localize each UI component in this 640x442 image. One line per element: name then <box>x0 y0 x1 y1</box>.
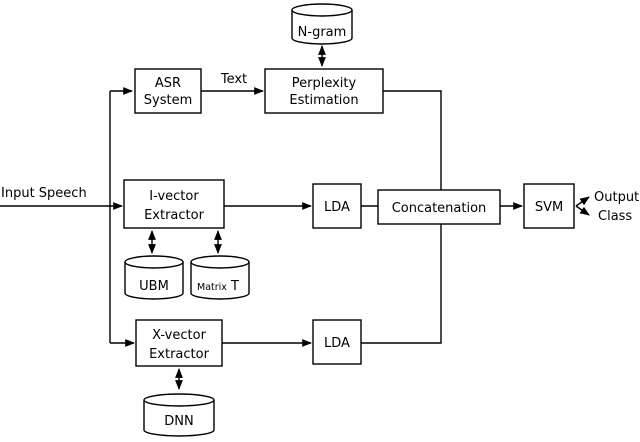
text-label: Text <box>220 72 247 87</box>
lda-bottom-label: LDA <box>324 336 350 351</box>
ubm-label: UBM <box>139 279 169 294</box>
svm-box <box>523 183 575 229</box>
matrix-label-t: T <box>230 279 239 294</box>
lda-bottom-to-concat-line <box>361 224 442 344</box>
output-label-line1: Output <box>594 190 639 205</box>
lda-bottom-box <box>312 319 362 365</box>
svm-label: SVM <box>535 200 563 215</box>
ivector-extractor-box <box>123 179 225 229</box>
matrix-t-database <box>190 255 250 300</box>
xvector-label-line1: X-vector <box>152 328 206 343</box>
asr-label-line1: ASR <box>155 76 181 91</box>
dnn-database <box>143 393 215 437</box>
matrix-label-small: Matrix <box>197 282 227 293</box>
ngram-label: N-gram <box>298 25 347 40</box>
dnn-label: DNN <box>164 414 193 429</box>
perplexity-estimation-box <box>264 68 384 114</box>
perplexity-label-line1: Perplexity <box>292 76 357 91</box>
perplexity-to-concat-line <box>383 90 442 190</box>
ubm-database <box>124 255 184 300</box>
ivector-label-line1: I-vector <box>149 189 199 204</box>
asr-label-line2: System <box>144 93 192 108</box>
svm-output-arrow-down <box>575 205 590 216</box>
perplexity-label-line2: Estimation <box>289 93 358 108</box>
concatenation-box <box>377 189 501 225</box>
ivector-label-line2: Extractor <box>144 208 205 223</box>
svm-output-arrow-up <box>575 196 590 207</box>
xvector-label-line2: Extractor <box>149 347 210 362</box>
output-label-line2: Class <box>598 209 632 224</box>
lda-top-label: LDA <box>324 200 350 215</box>
ngram-database <box>291 3 353 45</box>
lda-top-box <box>312 183 362 229</box>
asr-system-box <box>134 68 202 114</box>
concatenation-label: Concatenation <box>392 201 487 216</box>
input-speech-label: Input Speech <box>1 186 87 201</box>
